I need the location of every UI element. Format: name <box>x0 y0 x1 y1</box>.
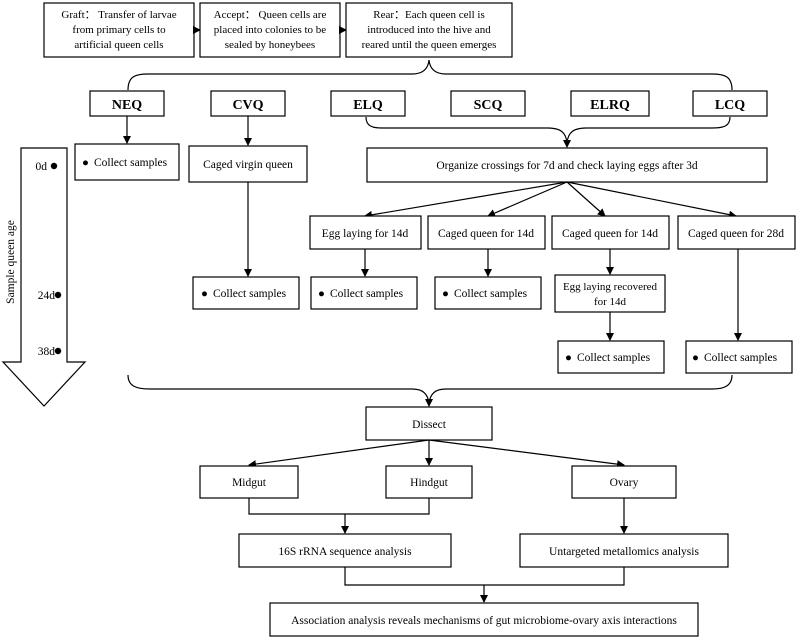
accept-line-1: Accept： Queen cells are <box>214 9 327 21</box>
caged28-box: Caged queen for 28d <box>677 215 796 250</box>
age-arrow <box>1 147 87 407</box>
caged28-label: Caged queen for 28d <box>688 228 784 240</box>
rrna-box: 16S rRNA sequence analysis <box>238 533 452 568</box>
group-cvq-label: CVQ <box>232 98 263 113</box>
rear-line-2: introduced into the hive and <box>367 24 491 36</box>
dissect-box: Dissect <box>365 406 493 441</box>
rrna-label: 16S rRNA sequence analysis <box>278 546 412 558</box>
cvq-collect-bullet: ● <box>201 288 208 300</box>
group-scq-label: SCQ <box>474 98 503 113</box>
graft-line-1: Graft： Transfer of larvae <box>61 9 176 21</box>
group-elq-label: ELQ <box>353 98 383 113</box>
caged-virgin-box: Caged virgin queen <box>188 145 308 183</box>
organize-to-caged28-arrow <box>566 181 737 219</box>
age-tick-38d: 38d <box>38 346 56 358</box>
recovered-collect-bullet: ● <box>565 352 572 364</box>
dissect-to-ovary-arrow <box>428 439 625 469</box>
midgut-label: Midgut <box>232 477 267 489</box>
ovary-label: Ovary <box>610 477 639 489</box>
age-dot-0d <box>50 162 58 170</box>
accept-box: Accept： Queen cells are placed into colo… <box>199 2 341 58</box>
egg-laying-label: Egg laying for 14d <box>322 228 409 240</box>
graft-line-3: artificial queen cells <box>74 39 163 51</box>
caged14a-collect-label: Collect samples <box>454 288 528 300</box>
group-lcq-label: LCQ <box>715 98 745 113</box>
dissect-label: Dissect <box>412 419 447 431</box>
graft-line-2: from primary cells to <box>72 24 166 36</box>
group-scq: SCQ <box>450 90 526 117</box>
caged14a-box: Caged queen for 14d <box>427 215 546 250</box>
egg-recovered-box: Egg laying recovered for 14d <box>554 274 666 313</box>
cvq-collect-box: ● Collect samples <box>192 276 300 310</box>
recovered-collect-label: Collect samples <box>577 352 651 364</box>
accept-line-2: placed into colonies to be <box>214 24 327 36</box>
organize-label: Organize crossings for 7d and check layi… <box>436 160 698 172</box>
dissect-to-midgut-arrow <box>248 439 430 468</box>
neq-collect-box: ● Collect samples <box>74 143 180 181</box>
caged14b-label: Caged queen for 14d <box>562 228 658 240</box>
group-cvq: CVQ <box>210 90 286 117</box>
midgut-box: Midgut <box>199 465 299 499</box>
caged28-collect-bullet: ● <box>692 352 699 364</box>
caged28-collect-label: Collect samples <box>704 352 778 364</box>
graft-box: Graft： Transfer of larvae from primary c… <box>43 2 195 58</box>
organize-to-egg-arrow <box>364 181 568 219</box>
hindgut-box: Hindgut <box>385 465 473 499</box>
gut-merge-line <box>248 498 430 515</box>
top-brace <box>127 59 733 91</box>
age-axis-label: Sample queen age <box>5 220 17 304</box>
group-neq-label: NEQ <box>112 98 142 113</box>
group-neq: NEQ <box>89 90 165 117</box>
age-dot-38d <box>54 347 62 355</box>
recovered-collect-box: ● Collect samples <box>557 340 665 374</box>
metallomics-box: Untargeted metallomics analysis <box>519 533 729 568</box>
group-elrq-label: ELRQ <box>590 98 630 113</box>
egg-collect-label: Collect samples <box>330 288 404 300</box>
group-elrq: ELRQ <box>570 90 650 117</box>
egg-recovered-line-1: Egg laying recovered <box>563 281 658 293</box>
bottom-brace <box>127 374 733 405</box>
neq-collect-bullet: ● <box>82 157 89 169</box>
caged14a-collect-bullet: ● <box>442 288 449 300</box>
rear-line-3: reared until the queen emerges <box>362 39 497 51</box>
hindgut-label: Hindgut <box>410 477 449 489</box>
age-dot-24d <box>54 291 62 299</box>
ovary-box: Ovary <box>571 465 677 499</box>
egg-collect-box: ● Collect samples <box>310 276 418 310</box>
association-box: Association analysis reveals mechanisms … <box>269 602 699 637</box>
group-lcq: LCQ <box>692 90 768 117</box>
analysis-merge-line <box>344 567 625 586</box>
organize-to-caged14b-arrow <box>566 181 606 217</box>
age-tick-0d: 0d <box>36 161 48 173</box>
organize-box: Organize crossings for 7d and check layi… <box>366 147 768 183</box>
rear-box: Rear：Each queen cell is introduced into … <box>345 2 513 58</box>
age-tick-24d: 24d <box>38 290 56 302</box>
caged14a-collect-box: ● Collect samples <box>434 276 542 310</box>
caged14a-label: Caged queen for 14d <box>438 228 534 240</box>
metallomics-label: Untargeted metallomics analysis <box>549 546 699 558</box>
association-label: Association analysis reveals mechanisms … <box>291 615 677 627</box>
accept-line-3: sealed by honeybees <box>225 39 315 51</box>
group-elq: ELQ <box>330 90 406 117</box>
caged28-collect-box: ● Collect samples <box>685 340 793 374</box>
egg-recovered-line-2: for 14d <box>594 296 627 308</box>
egg-laying-box: Egg laying for 14d <box>309 215 422 250</box>
caged-virgin-label: Caged virgin queen <box>203 159 293 171</box>
rear-line-1: Rear：Each queen cell is <box>373 9 484 21</box>
neq-collect-label: Collect samples <box>94 157 168 169</box>
group-brace <box>365 116 731 144</box>
organize-to-caged14a-arrow <box>487 181 568 217</box>
egg-collect-bullet: ● <box>318 288 325 300</box>
cvq-collect-label: Collect samples <box>213 288 287 300</box>
caged14b-box: Caged queen for 14d <box>551 215 670 250</box>
